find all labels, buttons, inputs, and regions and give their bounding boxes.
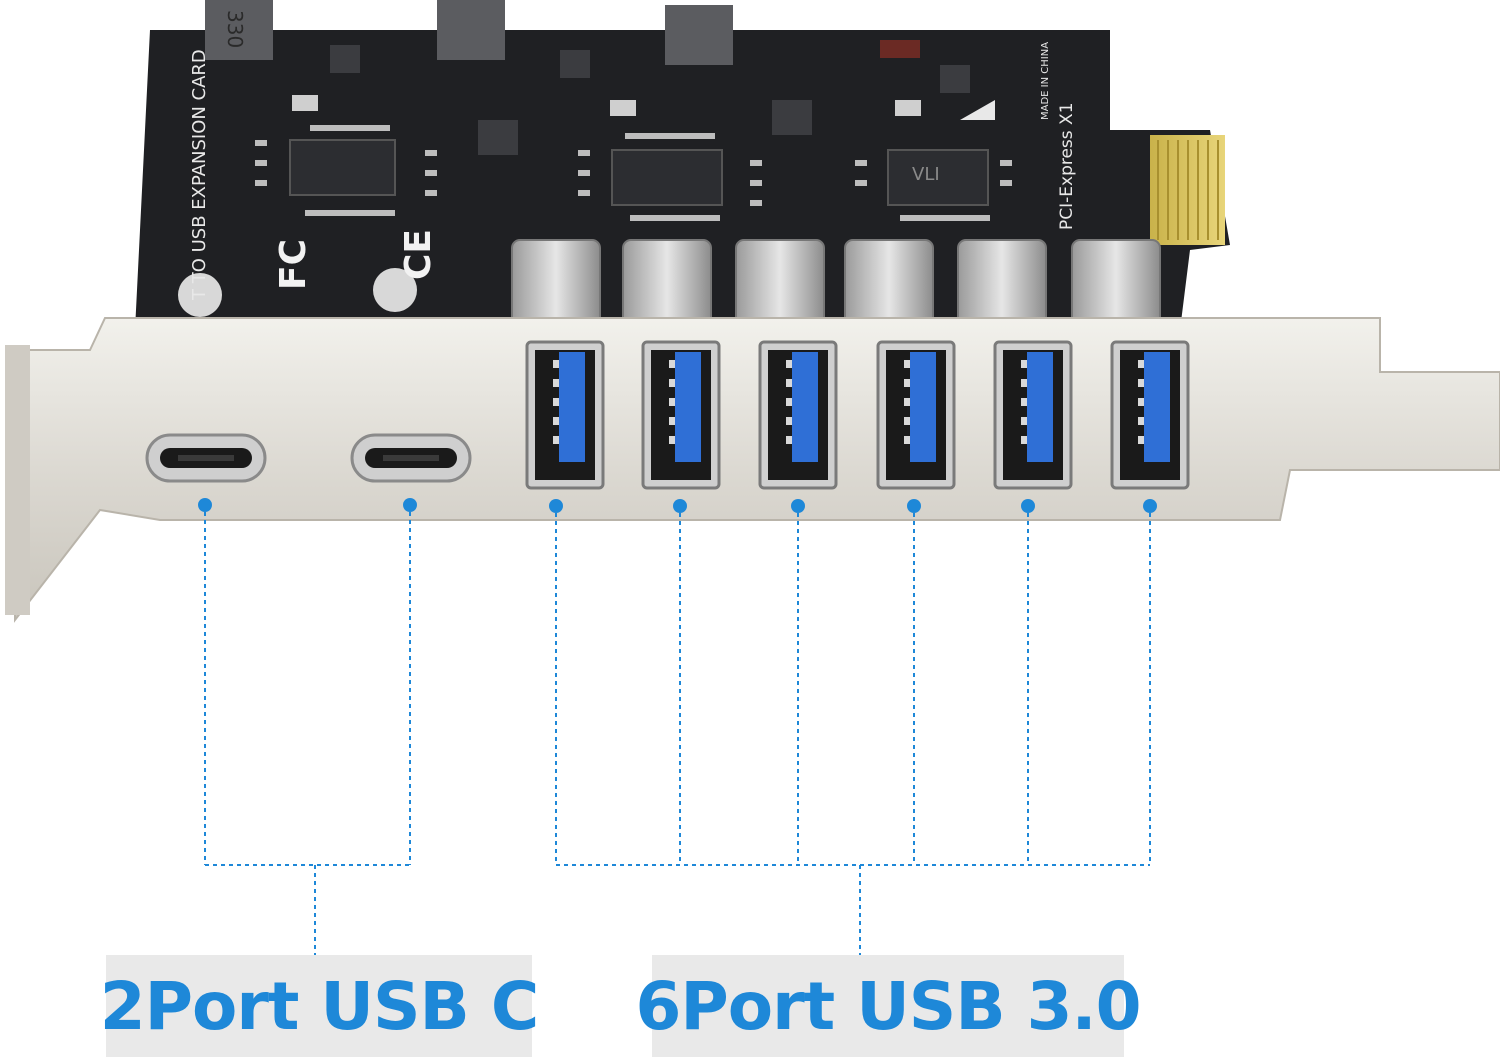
capacitor (178, 273, 222, 317)
callout-dot (403, 498, 417, 512)
usb-c-label: 2Port USB C (100, 955, 539, 1057)
usb-c-label-text: 2Port USB C (99, 967, 540, 1045)
usb-a-port (525, 340, 605, 490)
usb-a-port (1110, 340, 1190, 490)
board-side-text: T TO USB EXPANSION CARD (189, 49, 210, 301)
board-origin-text: MADE IN CHINA (1040, 42, 1051, 120)
capacitor (373, 268, 417, 312)
ce-mark: CE (398, 229, 439, 280)
callout-dot (673, 499, 687, 513)
callout-dot (791, 499, 805, 513)
inductor (205, 0, 733, 65)
controller-chip (289, 139, 989, 206)
usb-a-port (993, 340, 1073, 490)
callout-dot (549, 499, 563, 513)
inductor-marking: 330 (223, 10, 247, 48)
callout-dot (1021, 499, 1035, 513)
usb-a-port (876, 340, 956, 490)
usb-a-port (758, 340, 838, 490)
usb-a-rear-housings (511, 239, 1161, 326)
usb-a-label-text: 6Port USB 3.0 (635, 967, 1141, 1045)
warning-triangle-icon (960, 100, 995, 120)
callout-dot (198, 498, 212, 512)
chip-marking: VLI (912, 164, 940, 185)
pcb-board: 330 T TO USB EXPANSION C (135, 0, 1230, 330)
usb-c-port (350, 433, 472, 483)
board-interface-text: PCI-Express X1 (1057, 102, 1077, 230)
usb-a-port (641, 340, 721, 490)
callout-dot (907, 499, 921, 513)
usb-c-port (145, 433, 267, 483)
callout-dot (1143, 499, 1157, 513)
fcc-mark: FC (273, 239, 314, 290)
usb-a-label: 6Port USB 3.0 (635, 955, 1142, 1057)
